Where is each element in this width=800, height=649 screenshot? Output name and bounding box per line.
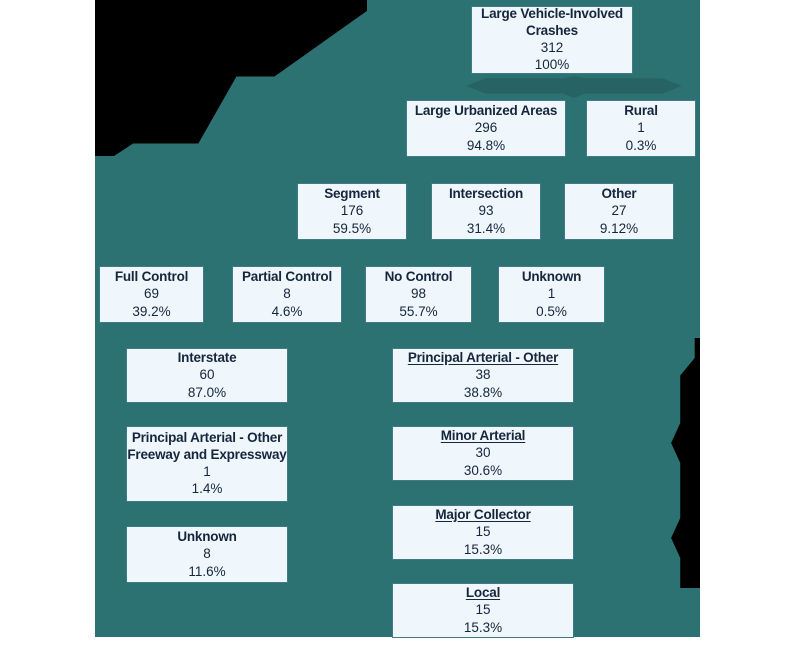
node-title: Unknown [177,528,237,544]
node-count: 8 [203,546,211,562]
node-count: 93 [478,203,494,219]
node-count: 312 [540,40,564,55]
node-percentage: 0.3% [625,137,657,153]
node-count: 69 [143,286,160,302]
node-count: 98 [410,286,427,302]
node-percentage: 87.0% [187,384,227,400]
node-principal-arterial-other-freeway-expressway[interactable]: Principal Arterial - Other Freeway and E… [126,426,288,502]
node-count: 15 [475,524,491,540]
node-percentage: 31.4% [466,220,506,236]
node-title: Unknown [521,268,582,284]
node-title: Interstate [177,349,237,365]
node-title: Segment [324,185,380,201]
node-percentage: 39.2% [132,303,171,319]
node-percentage: 55.7% [399,303,438,319]
node-title: Major Collector [435,506,531,522]
node-count: 296 [474,120,498,136]
node-percentage: 0.5% [536,303,567,319]
node-percentage: 9.12% [599,220,639,236]
node-title: No Control [384,268,453,284]
node-count: 15 [475,602,491,618]
node-count: 27 [611,203,627,219]
node-title: Full Control [114,268,189,284]
node-percentage: 38.8% [463,384,503,400]
node-title: Partial Control [241,268,332,284]
node-percentage: 15.3% [463,619,503,635]
node-title: Local [465,584,501,600]
node-percentage: 15.3% [463,541,503,557]
node-percentage: 1.4% [191,481,223,497]
node-root-large-vehicle[interactable]: Large Vehicle-Involved Crashes 312 100% [471,6,633,74]
node-percentage: 4.6% [271,303,303,319]
node-percentage: 100% [534,57,570,73]
node-title: Intersection [448,185,524,201]
node-title: Other [601,185,637,201]
double-arrow-connector-icon [466,76,682,98]
node-count: 8 [283,286,291,302]
node-title: Large Urbanized Areas [414,102,558,118]
node-count: 30 [475,445,491,461]
node-title: Principal Arterial - Other Freeway and E… [127,430,287,462]
node-percentage: 11.6% [188,563,226,579]
node-percentage: 59.5% [332,220,372,236]
node-title: Large Vehicle-Involved Crashes [481,6,623,38]
node-percentage: 94.8% [466,137,506,153]
node-percentage: 30.6% [463,462,503,478]
node-count: 176 [340,203,364,219]
node-count: 1 [547,286,556,302]
node-count: 1 [203,464,211,479]
node-title: Principal Arterial - Other [407,349,559,365]
node-title: Minor Arterial [440,427,526,443]
node-title: Rural [624,102,658,118]
node-count: 38 [475,367,491,383]
node-count: 1 [637,120,645,136]
node-count: 60 [199,367,215,383]
